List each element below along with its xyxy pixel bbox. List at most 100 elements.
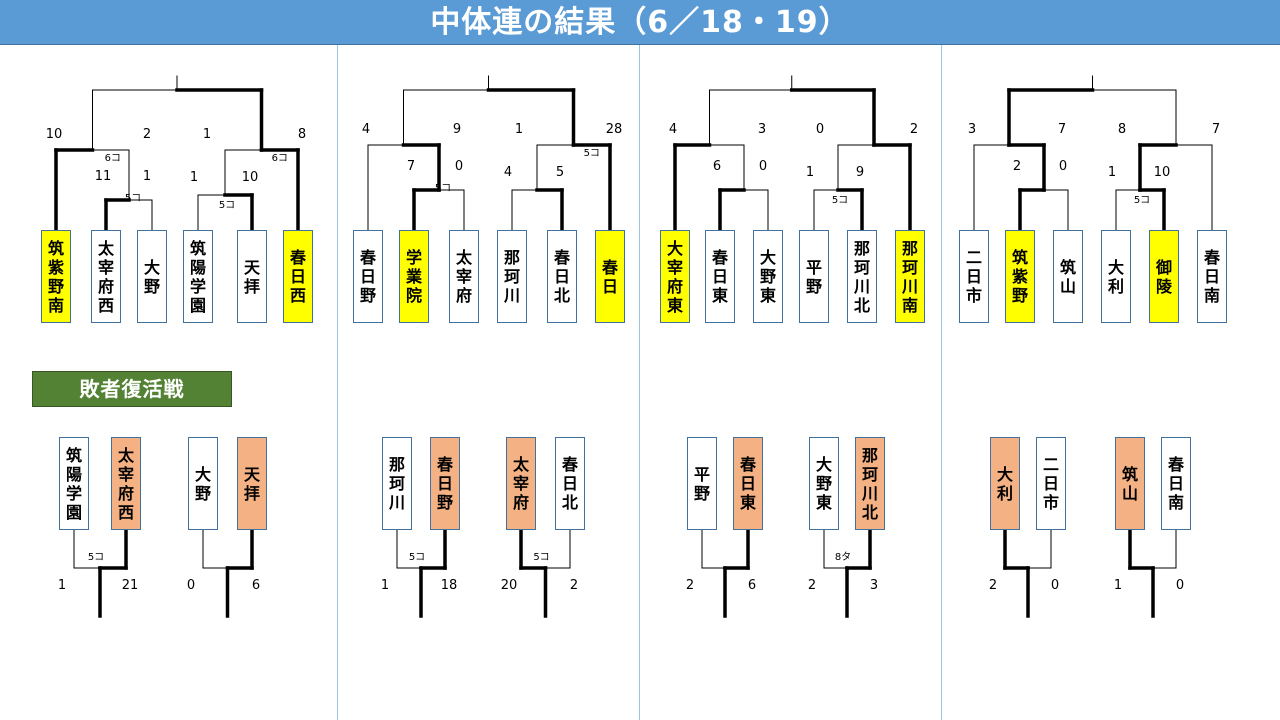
team-name-char: 日	[965, 267, 982, 286]
game-note: 6コ	[271, 153, 288, 164]
team-name-char: 南	[1203, 286, 1220, 305]
team-name-char: 川	[503, 286, 520, 305]
team-name-char: 御	[1155, 257, 1172, 277]
team-name-char: 筑	[47, 238, 64, 258]
team-box: 筑紫野	[1005, 230, 1035, 323]
team-box: 筑山	[1115, 437, 1145, 530]
score-label: 0	[454, 159, 464, 174]
score-label: 8	[1117, 122, 1127, 137]
team-name-char: 大	[194, 464, 211, 484]
team-name-char: 東	[815, 493, 832, 512]
team-name-char: 園	[189, 295, 206, 315]
team-name-char: 野	[47, 276, 64, 296]
team-name-char: 筑	[1059, 257, 1076, 277]
score-label: 2	[569, 578, 579, 593]
team-name-char: 日	[1203, 267, 1220, 286]
team-name-char: 野	[143, 276, 160, 296]
team-box: 平野	[687, 437, 717, 530]
score-label: 1	[57, 578, 67, 593]
team-name-char: 西	[289, 286, 306, 305]
team-name-char: 野	[693, 483, 710, 503]
team-name-char: 陵	[1155, 276, 1172, 296]
team-name-char: 野	[815, 474, 832, 493]
team-name-char: 日	[289, 267, 306, 286]
team-name-char: 春	[561, 455, 578, 474]
team-name-char: 日	[561, 474, 578, 493]
team-name-char: 天	[243, 464, 260, 484]
team-name-char: 南	[1167, 493, 1184, 512]
team-box: 春日西	[283, 230, 313, 323]
team-name-char: 市	[965, 286, 982, 305]
game-note: 5コ	[218, 200, 236, 211]
team-name-char: 東	[666, 295, 683, 315]
team-box: 那珂川北	[855, 437, 885, 530]
team-name-char: 日	[739, 474, 756, 493]
score-label: 2	[685, 578, 695, 593]
team-name-char: 東	[711, 286, 728, 305]
score-label: 18	[440, 578, 458, 593]
game-note: 6コ	[104, 153, 121, 164]
score-label: 10	[45, 127, 63, 142]
team-name-char: 大	[666, 238, 683, 258]
team-name-char: 川	[388, 493, 405, 512]
game-note: 8タ	[834, 552, 852, 563]
team-name-char: 府	[512, 493, 529, 512]
column-divider	[337, 45, 338, 720]
team-name-char: 珂	[388, 474, 405, 493]
team-name-char: 珂	[901, 257, 918, 277]
team-box: 太宰府	[449, 230, 479, 323]
team-name-char: 那	[901, 238, 918, 258]
team-name-char: 平	[805, 257, 822, 277]
score-label: 7	[1211, 122, 1221, 137]
team-box: 大宰府東	[660, 230, 690, 323]
score-label: 5	[555, 165, 565, 180]
team-box: 春日南	[1197, 230, 1227, 323]
team-name-char: 園	[65, 502, 82, 522]
team-box: 春日東	[733, 437, 763, 530]
game-note: 5コ	[1133, 195, 1151, 206]
score-label: 2	[988, 578, 998, 593]
team-name-char: 宰	[97, 257, 114, 277]
team-name-char: 筑	[189, 238, 206, 258]
team-box: 二日市	[1036, 437, 1066, 530]
page-title: 中体連の結果（6／18・19）	[430, 5, 850, 40]
team-box: 那珂川南	[895, 230, 925, 323]
team-box: 大利	[990, 437, 1020, 530]
team-box: 平野	[799, 230, 829, 323]
team-name-char: 珂	[853, 257, 870, 277]
score-label: 1	[514, 122, 524, 137]
team-name-char: 筑	[1011, 248, 1028, 267]
team-name-char: 宰	[512, 474, 529, 493]
team-name-char: 平	[693, 464, 710, 484]
column-divider	[941, 45, 942, 720]
score-label: 1	[1113, 578, 1123, 593]
score-label: 3	[757, 122, 767, 137]
score-label: 1	[142, 169, 152, 184]
score-label: 4	[503, 165, 513, 180]
team-box: 太宰府西	[111, 437, 141, 530]
team-name-char: 野	[805, 276, 822, 296]
team-name-char: 陽	[189, 257, 206, 277]
score-label: 4	[361, 122, 371, 137]
team-name-char: 大	[759, 248, 776, 267]
team-box: 大野	[188, 437, 218, 530]
repechage-label: 敗者復活戦	[32, 371, 232, 407]
team-name-char: 府	[455, 286, 472, 305]
team-name-char: 春	[1203, 248, 1220, 267]
team-name-char: 春	[1167, 455, 1184, 474]
team-box: 天拝	[237, 437, 267, 530]
team-name-char: 日	[436, 474, 453, 493]
team-name-char: 利	[996, 483, 1013, 503]
team-name-char: 学	[65, 483, 82, 503]
team-name-char: 筑	[65, 445, 82, 465]
score-label: 10	[241, 170, 259, 185]
team-box: 春日北	[547, 230, 577, 323]
score-label: 0	[1058, 159, 1068, 174]
team-box: 学業院	[399, 230, 429, 323]
team-box: 筑陽学園	[183, 230, 213, 323]
score-label: 7	[1057, 122, 1067, 137]
team-name-char: 北	[561, 493, 578, 512]
team-name-char: 太	[455, 248, 472, 267]
team-box: 春日野	[430, 437, 460, 530]
team-name-char: 野	[359, 286, 376, 305]
